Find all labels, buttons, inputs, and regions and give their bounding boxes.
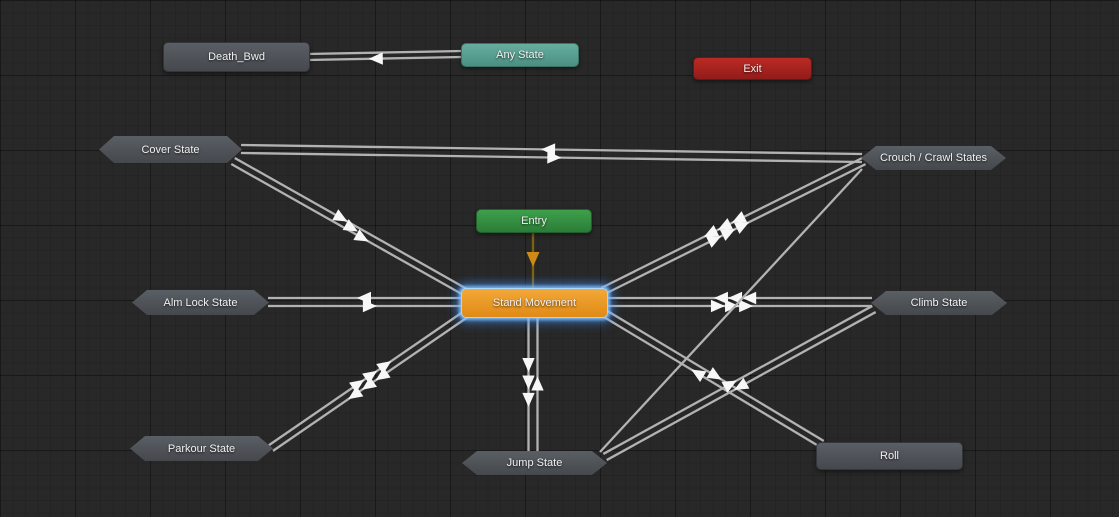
transition-arrow-icon[interactable] xyxy=(522,392,535,407)
transition-arrow-icon[interactable] xyxy=(713,291,728,305)
state-node-cover-state[interactable]: Cover State xyxy=(99,136,242,163)
transition-arrow-icon[interactable] xyxy=(357,291,371,305)
state-label-roll: Roll xyxy=(880,450,899,462)
state-label-death-bwd: Death_Bwd xyxy=(208,51,265,63)
transition-arrow-icon[interactable] xyxy=(719,224,738,241)
transition-arrow-icon[interactable] xyxy=(725,299,740,313)
transition-arrow-icon[interactable] xyxy=(688,364,707,383)
transition-line-jump-crouch[interactable] xyxy=(599,168,863,453)
state-label-climb-state: Climb State xyxy=(910,297,968,309)
state-label-stand-movement: Stand Movement xyxy=(492,297,577,309)
transition-line-anystate-to-deathbwd[interactable] xyxy=(307,55,463,62)
state-node-death-bwd[interactable]: Death_Bwd xyxy=(163,42,310,72)
transition-arrow-icon[interactable] xyxy=(731,377,750,396)
transition-arrow-icon[interactable] xyxy=(372,367,391,385)
transition-arrow-icon[interactable] xyxy=(733,217,752,234)
state-node-exit[interactable]: Exit xyxy=(693,57,812,80)
state-node-roll[interactable]: Roll xyxy=(816,442,963,470)
state-label-cover-state: Cover State xyxy=(141,143,200,156)
transition-line-jump-climb[interactable] xyxy=(602,304,873,455)
transition-line-stand-roll[interactable] xyxy=(601,315,821,448)
state-node-stand-movement[interactable]: Stand Movement xyxy=(461,288,608,318)
transition-arrow-icon[interactable] xyxy=(522,375,535,390)
transition-arrow-icon[interactable] xyxy=(541,143,556,156)
state-node-jump-state[interactable]: Jump State xyxy=(462,451,607,475)
transition-arrow-icon[interactable] xyxy=(345,386,364,404)
state-node-any-state[interactable]: Any State xyxy=(461,43,579,67)
transition-arrow-icon[interactable] xyxy=(342,219,361,237)
state-label-alm-lock-state: Alm Lock State xyxy=(163,296,238,309)
state-label-entry: Entry xyxy=(521,215,547,227)
state-node-alm-lock-state[interactable]: Alm Lock State xyxy=(132,290,269,315)
transition-arrow-icon[interactable] xyxy=(701,225,720,242)
transition-arrow-icon[interactable] xyxy=(706,230,724,248)
state-node-entry[interactable]: Entry xyxy=(476,209,592,233)
transition-arrow-icon[interactable] xyxy=(368,52,383,65)
transition-arrow-icon[interactable] xyxy=(362,299,377,313)
transition-arrow-icon[interactable] xyxy=(358,376,377,395)
transition-arrow-icon[interactable] xyxy=(349,375,368,393)
transition-line-anystate-to-deathbwd[interactable] xyxy=(306,49,462,56)
state-label-crouch-crawl-states: Crouch / Crawl States xyxy=(880,152,987,164)
transition-arrow-icon[interactable] xyxy=(531,376,544,391)
transition-arrow-icon[interactable] xyxy=(710,299,725,313)
transition-arrow-icon[interactable] xyxy=(526,252,540,267)
state-node-parkour-state[interactable]: Parkour State xyxy=(130,436,273,461)
transition-arrow-icon[interactable] xyxy=(729,211,748,228)
state-label-any-state: Any State xyxy=(496,49,544,61)
transition-arrow-icon[interactable] xyxy=(522,358,535,373)
state-label-exit: Exit xyxy=(743,62,762,75)
transition-arrow-icon[interactable] xyxy=(715,218,734,235)
transition-arrow-icon[interactable] xyxy=(739,299,754,313)
state-node-crouch-crawl-states[interactable]: Crouch / Crawl States xyxy=(861,146,1006,170)
state-node-climb-state[interactable]: Climb State xyxy=(871,291,1007,315)
transition-arrow-icon[interactable] xyxy=(353,229,371,247)
transition-arrow-icon[interactable] xyxy=(706,367,724,385)
transition-arrow-icon[interactable] xyxy=(742,291,757,305)
state-label-jump-state: Jump State xyxy=(506,457,563,469)
transition-arrow-icon[interactable] xyxy=(332,209,350,227)
state-label-parkour-state: Parkour State xyxy=(167,442,236,455)
transition-arrow-icon[interactable] xyxy=(721,375,739,393)
transition-arrow-icon[interactable] xyxy=(547,151,562,164)
